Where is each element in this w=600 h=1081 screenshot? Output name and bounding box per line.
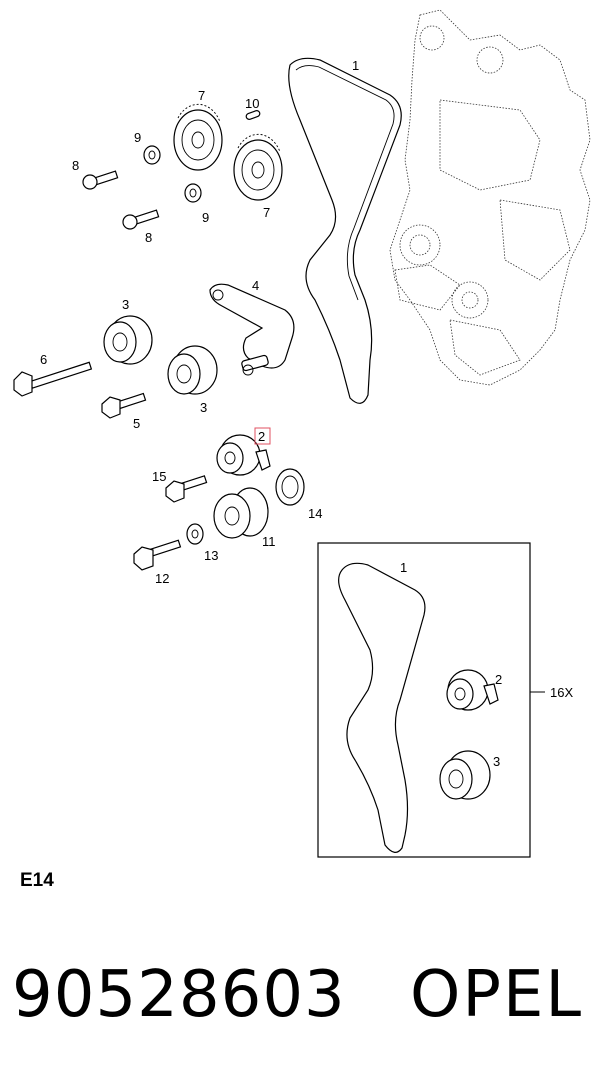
section-code: E14 bbox=[20, 870, 54, 891]
callout-idler-3-lower: 3 bbox=[200, 400, 207, 415]
bolt-5 bbox=[101, 392, 147, 419]
callout-bolt-8-upper: 8 bbox=[72, 158, 79, 173]
bolt-8-upper bbox=[82, 170, 119, 190]
callout-bolt-8-lower: 8 bbox=[145, 230, 152, 245]
brand-name: OPEL bbox=[410, 958, 584, 1032]
callout-kit-tensioner: 2 bbox=[495, 672, 502, 687]
callout-pin-10: 10 bbox=[245, 96, 259, 111]
part-number: 90528603 bbox=[12, 958, 346, 1032]
tensioner-pulley bbox=[216, 434, 271, 476]
timing-belt bbox=[288, 57, 402, 404]
callout-bolt-5: 5 bbox=[133, 416, 140, 431]
idler-pulley-upper bbox=[103, 315, 153, 365]
callout-washer-9-lower: 9 bbox=[202, 210, 209, 225]
footer: 90528603 OPEL bbox=[0, 955, 600, 1045]
callout-pulley-7-upper: 7 bbox=[198, 88, 205, 103]
tensioner-bracket bbox=[209, 283, 295, 376]
timing-belt-kit-box bbox=[317, 542, 545, 858]
washer-lower bbox=[184, 183, 202, 203]
tensioner-callout-highlight bbox=[254, 427, 271, 445]
crankshaft-gear bbox=[213, 487, 269, 539]
callout-kit-belt: 1 bbox=[400, 560, 407, 575]
bolt-8-lower bbox=[122, 209, 160, 230]
bolt-12 bbox=[133, 539, 182, 571]
engine-block-outline bbox=[389, 9, 591, 386]
camshaft-pulley-upper bbox=[173, 103, 223, 171]
callout-kit-reference: 16X bbox=[550, 685, 573, 700]
callout-gear-11: 11 bbox=[262, 534, 276, 549]
callout-bracket-4: 4 bbox=[252, 278, 259, 293]
washer-upper bbox=[143, 145, 161, 165]
callout-seal-14: 14 bbox=[308, 506, 322, 521]
callout-pulley-7-lower: 7 bbox=[263, 205, 270, 220]
bolt-15 bbox=[165, 475, 208, 503]
callout-bolt-15: 15 bbox=[152, 469, 166, 484]
callout-tensioner-2: 2 bbox=[258, 429, 265, 444]
callout-idler-3-upper: 3 bbox=[122, 297, 129, 312]
idler-pulley-lower bbox=[167, 345, 218, 395]
callout-bolt-6: 6 bbox=[40, 352, 47, 367]
washer-13 bbox=[186, 523, 204, 545]
callout-kit-idler: 3 bbox=[493, 754, 500, 769]
callout-washer-9-upper: 9 bbox=[134, 130, 141, 145]
oil-seal bbox=[275, 468, 305, 506]
bolt-6 bbox=[13, 361, 93, 397]
callout-washer-13: 13 bbox=[204, 548, 218, 563]
callout-bolt-12: 12 bbox=[155, 571, 169, 586]
dowel-pin bbox=[245, 110, 261, 120]
camshaft-pulley-lower bbox=[233, 133, 283, 201]
callout-belt: 1 bbox=[352, 58, 359, 73]
timing-belt-exploded-diagram: 1 7 7 10 9 9 8 8 bbox=[13, 9, 591, 858]
